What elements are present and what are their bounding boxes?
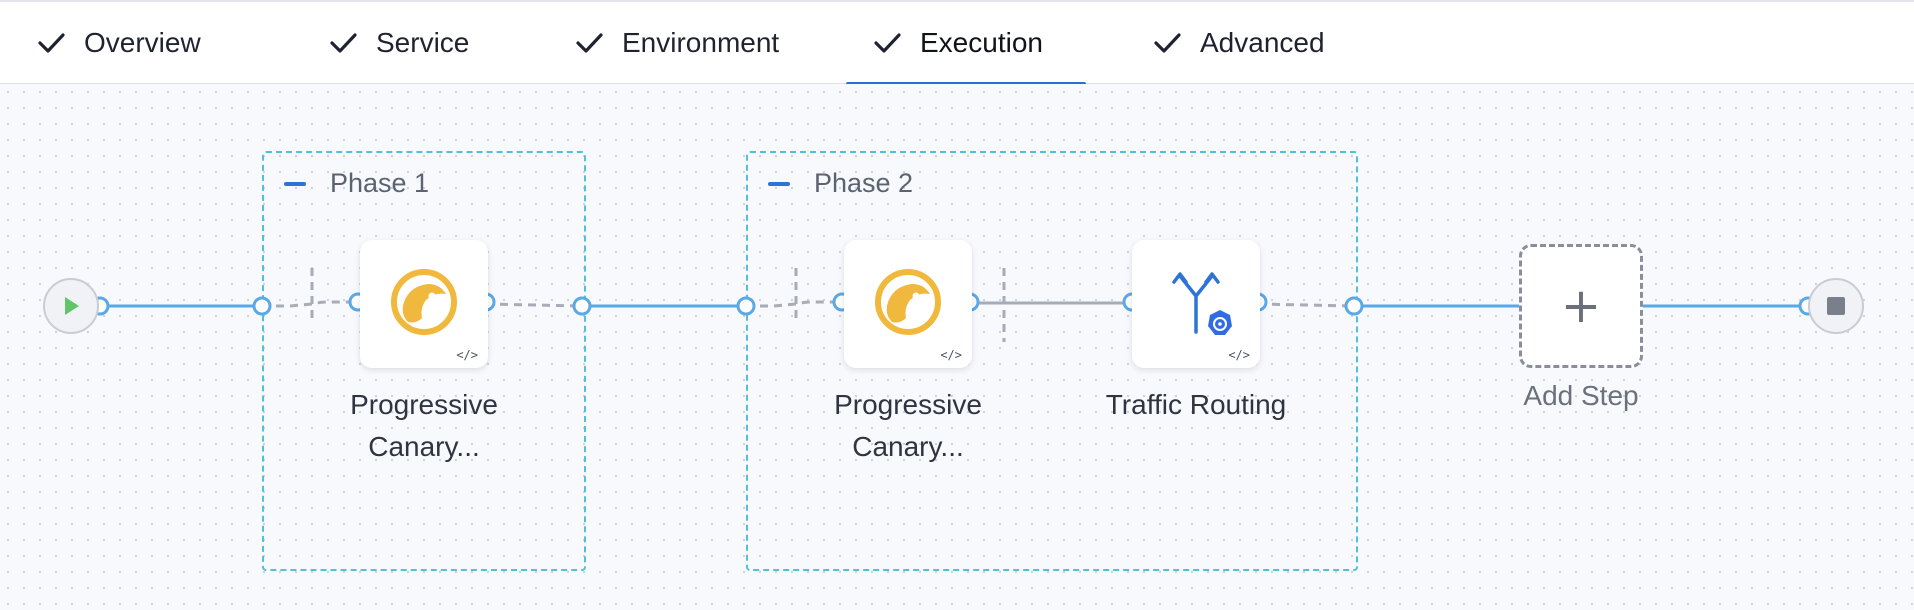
check-icon: [330, 33, 357, 53]
collapse-icon[interactable]: [284, 181, 306, 186]
check-icon: [576, 33, 603, 53]
tab-service[interactable]: Service: [328, 2, 469, 84]
phase-title: Phase 2: [814, 168, 914, 198]
step-node-progressive-canary-2[interactable]: </>: [844, 240, 972, 368]
code-badge: </>: [456, 348, 478, 362]
tab-environment[interactable]: Environment: [574, 2, 779, 84]
tab-label: Service: [376, 27, 470, 58]
pipeline-end: [1808, 278, 1864, 334]
traffic-routing-kubernetes-icon: [1172, 272, 1232, 335]
phase-group-2: [746, 151, 1358, 571]
step-label: Traffic Routing: [1105, 389, 1287, 420]
pipeline-start: [43, 278, 99, 334]
code-badge: </>: [1228, 348, 1250, 362]
phase-group-1: [262, 151, 586, 571]
check-icon: [38, 33, 65, 53]
tab-execution[interactable]: Execution: [872, 2, 1043, 84]
pipeline-canvas[interactable]: [0, 84, 1914, 610]
check-icon: [1154, 33, 1181, 53]
step-label: Progressive Canary...: [834, 389, 982, 462]
phase-title: Phase 1: [330, 168, 430, 198]
canary-bird-icon: [875, 269, 941, 335]
check-icon: [874, 33, 901, 53]
step-label: Progressive Canary...: [350, 389, 498, 462]
tab-overview[interactable]: Overview: [36, 2, 201, 84]
collapse-icon[interactable]: [768, 181, 790, 186]
phase-header-2: Phase 2: [768, 168, 913, 199]
canary-bird-icon: [391, 269, 457, 335]
phase-header-1: Phase 1: [284, 168, 429, 199]
tab-advanced[interactable]: Advanced: [1152, 2, 1325, 84]
tab-label: Advanced: [1200, 27, 1325, 58]
step-node-traffic-routing[interactable]: </>: [1132, 240, 1260, 368]
plus-icon: +: [1560, 278, 1602, 334]
add-step-button[interactable]: +: [1519, 244, 1643, 368]
play-icon: [65, 297, 79, 315]
tab-label: Overview: [84, 27, 201, 58]
add-step-label: Add Step: [1523, 380, 1639, 411]
stop-icon: [1827, 297, 1845, 315]
tab-label: Execution: [920, 27, 1043, 58]
code-badge: </>: [940, 348, 962, 362]
tab-label: Environment: [622, 27, 780, 58]
wizard-tab-bar: Overview Service Environment Execution A…: [0, 0, 1914, 86]
step-node-progressive-canary-1[interactable]: </>: [360, 240, 488, 368]
